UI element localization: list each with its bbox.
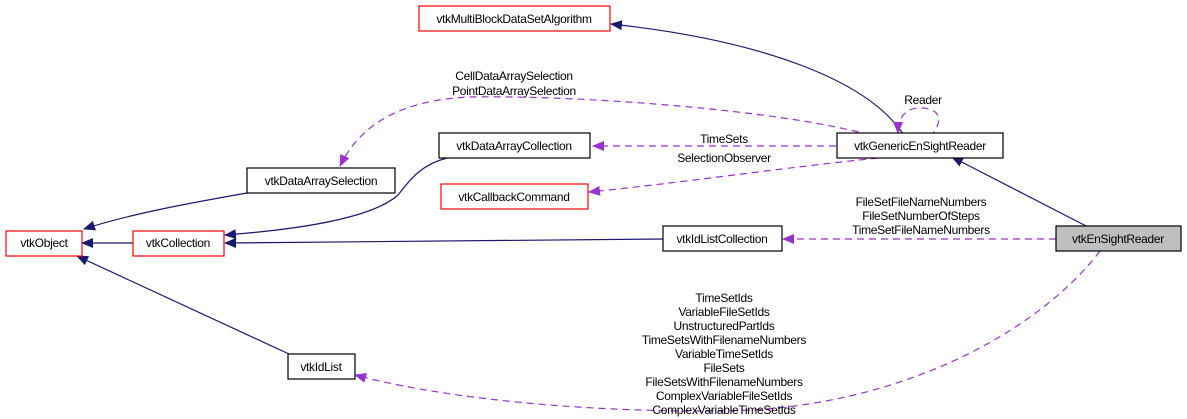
- label-reader: Reader: [904, 93, 942, 107]
- svg-text:VariableFileSetIds: VariableFileSetIds: [678, 305, 769, 319]
- node-vtkIdListCollection[interactable]: vtkIdListCollection: [662, 225, 783, 252]
- svg-text:vtkMultiBlockDataSetAlgorithm: vtkMultiBlockDataSetAlgorithm: [436, 12, 592, 26]
- svg-text:CellDataArraySelection: CellDataArraySelection: [455, 69, 572, 83]
- edge-generic-to-callbackcommand: [588, 157, 879, 196]
- node-vtkDataArrayCollection[interactable]: vtkDataArrayCollection: [438, 132, 591, 159]
- edge-idlist-to-object: [76, 255, 290, 355]
- node-vtkCollection[interactable]: vtkCollection: [132, 230, 225, 257]
- svg-text:vtkObject: vtkObject: [20, 236, 68, 250]
- svg-text:VariableTimeSetIds: VariableTimeSetIds: [675, 347, 773, 361]
- svg-text:vtkDataArraySelection: vtkDataArraySelection: [265, 174, 377, 188]
- node-vtkGenericEnSightReader[interactable]: vtkGenericEnSightReader: [836, 132, 1004, 159]
- node-vtkObject[interactable]: vtkObject: [5, 230, 83, 257]
- svg-text:FileSets: FileSets: [704, 361, 745, 375]
- svg-text:PointDataArraySelection: PointDataArraySelection: [452, 84, 576, 98]
- svg-text:vtkIdListCollection: vtkIdListCollection: [676, 232, 767, 246]
- svg-text:vtkEnSightReader: vtkEnSightReader: [1072, 232, 1164, 246]
- node-vtkIdList[interactable]: vtkIdList: [287, 353, 356, 380]
- edge-idlistcollection-to-collection: [224, 237, 664, 248]
- svg-text:TimeSetIds: TimeSetIds: [695, 291, 753, 305]
- edge-generic-to-multiblock: [610, 20, 906, 138]
- svg-text:FileSetNumberOfSteps: FileSetNumberOfSteps: [862, 209, 980, 223]
- svg-text:TimeSetsWithFilenameNumbers: TimeSetsWithFilenameNumbers: [642, 333, 806, 347]
- edge-ensight-to-idlist: [354, 250, 1101, 412]
- edge-dataarrayselection-to-object: [83, 192, 248, 231]
- label-idlist-collection: FileSetFileNameNumbers FileSetNumberOfSt…: [852, 195, 990, 237]
- svg-text:vtkDataArrayCollection: vtkDataArrayCollection: [456, 139, 571, 153]
- svg-text:FileSetFileNameNumbers: FileSetFileNameNumbers: [856, 195, 987, 209]
- svg-text:vtkIdList: vtkIdList: [300, 360, 342, 374]
- svg-text:ComplexVariableTimeSetIds: ComplexVariableTimeSetIds: [652, 403, 796, 417]
- label-data-array-selection: CellDataArraySelection PointDataArraySel…: [452, 69, 576, 98]
- node-vtkEnSightReader[interactable]: vtkEnSightReader: [1055, 225, 1182, 252]
- svg-text:FileSetsWithFilenameNumbers: FileSetsWithFilenameNumbers: [645, 375, 803, 389]
- svg-text:vtkGenericEnSightReader: vtkGenericEnSightReader: [854, 139, 986, 153]
- edge-generic-self-reader: [893, 107, 940, 138]
- svg-text:TimeSetFileNameNumbers: TimeSetFileNameNumbers: [852, 223, 990, 237]
- svg-text:vtkCollection: vtkCollection: [146, 236, 210, 250]
- node-vtkMultiBlockDataSetAlgorithm[interactable]: vtkMultiBlockDataSetAlgorithm: [418, 5, 611, 32]
- svg-text:vtkCallbackCommand: vtkCallbackCommand: [458, 190, 569, 204]
- svg-text:UnstructuredPartIds: UnstructuredPartIds: [673, 319, 774, 333]
- edge-dataarraycollection-to-collection: [224, 157, 448, 240]
- svg-text:ComplexVariableFileSetIds: ComplexVariableFileSetIds: [656, 389, 793, 403]
- label-idlist: TimeSetIds VariableFileSetIds Unstructur…: [642, 291, 807, 417]
- label-time-sets: TimeSets: [700, 132, 748, 146]
- edge-ensight-to-generic: [951, 156, 1089, 228]
- node-vtkCallbackCommand[interactable]: vtkCallbackCommand: [440, 183, 589, 210]
- label-selection-observer: SelectionObserver: [677, 151, 771, 165]
- edge-generic-to-dataarrayselection: [339, 96, 871, 167]
- node-vtkDataArraySelection[interactable]: vtkDataArraySelection: [246, 167, 396, 194]
